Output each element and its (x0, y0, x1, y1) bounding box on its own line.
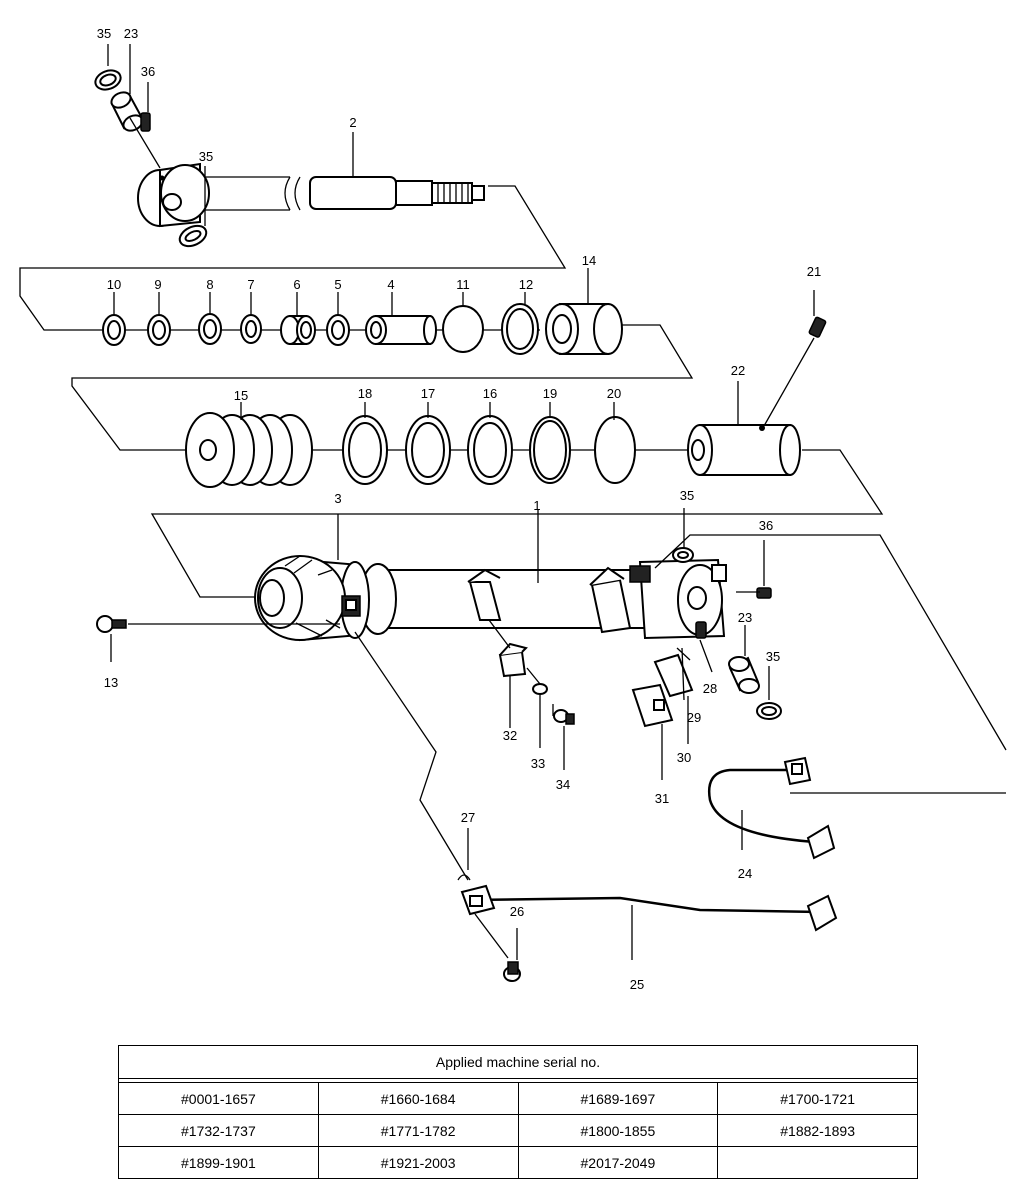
serial-cell: #1921-2003 (317, 1146, 519, 1179)
callout-31: 31 (655, 791, 669, 806)
serial-cell: #1660-1684 (317, 1082, 519, 1115)
ring-row-large-parts (185, 316, 827, 488)
serial-cell (717, 1146, 918, 1179)
callout-36a: 36 (141, 64, 155, 79)
callout-35b: 35 (199, 149, 213, 164)
callout-28: 28 (703, 681, 717, 696)
serial-cell: #1899-1901 (118, 1146, 319, 1179)
leader-lines (354, 631, 1006, 960)
callout-15: 15 (234, 388, 248, 403)
callout-2: 2 (349, 115, 356, 130)
small-parts (498, 621, 782, 728)
callout-16: 16 (483, 386, 497, 401)
leader-lines (19, 44, 567, 331)
callout-13: 13 (104, 675, 118, 690)
callout-17: 17 (421, 386, 435, 401)
callout-29: 29 (687, 710, 701, 725)
callout-25: 25 (630, 977, 644, 992)
leader-lines (150, 290, 884, 598)
callout-30: 30 (677, 750, 691, 765)
callout-21: 21 (807, 264, 821, 279)
callout-34: 34 (556, 777, 570, 792)
serial-cell: #1732-1737 (118, 1114, 319, 1147)
callout-labels: 1 2 3 4 5 6 7 8 9 10 11 12 13 14 15 16 1… (97, 26, 821, 992)
callout-6: 6 (293, 277, 300, 292)
callout-26: 26 (510, 904, 524, 919)
serial-cell: #1700-1721 (717, 1082, 918, 1115)
callout-7: 7 (247, 277, 254, 292)
callout-18: 18 (358, 386, 372, 401)
callout-22: 22 (731, 363, 745, 378)
callout-5: 5 (334, 277, 341, 292)
callout-3: 3 (334, 491, 341, 506)
callout-12: 12 (519, 277, 533, 292)
callout-19: 19 (543, 386, 557, 401)
callout-35d: 35 (766, 649, 780, 664)
serial-cell: #2017-2049 (517, 1146, 719, 1179)
callout-33: 33 (531, 756, 545, 771)
callout-1: 1 (533, 498, 540, 513)
serial-cell: #1771-1782 (317, 1114, 519, 1147)
table-row: #0001-1657 #1660-1684 #1689-1697 #1700-1… (118, 1082, 918, 1115)
callout-4: 4 (387, 277, 394, 292)
exploded-parts-diagram: 1 2 3 4 5 6 7 8 9 10 11 12 13 14 15 16 1… (19, 26, 1007, 992)
callout-11: 11 (456, 277, 470, 292)
shaft-assembly (94, 69, 485, 248)
handle-rods (457, 756, 838, 982)
table-row: #1899-1901 #1921-2003 #2017-2049 (118, 1146, 918, 1179)
serial-cell: #1689-1697 (517, 1082, 719, 1115)
serial-cell: #0001-1657 (118, 1082, 319, 1115)
leader-lines (110, 508, 1007, 751)
serial-cell: #1800-1855 (517, 1114, 719, 1147)
leader-lines (71, 268, 694, 451)
callout-32: 32 (503, 728, 517, 743)
callout-8: 8 (206, 277, 213, 292)
table-row: #1732-1737 #1771-1782 #1800-1855 #1882-1… (118, 1114, 918, 1147)
callout-20: 20 (607, 386, 621, 401)
callout-23a: 23 (124, 26, 138, 41)
leader-lines (488, 619, 770, 780)
callout-9: 9 (154, 277, 161, 292)
serial-cell: #1882-1893 (717, 1114, 918, 1147)
callout-10: 10 (107, 277, 121, 292)
callout-36b: 36 (759, 518, 773, 533)
callout-23b: 23 (738, 610, 752, 625)
main-body (96, 547, 772, 642)
table-header: Applied machine serial no. (118, 1045, 918, 1079)
serial-number-table: Applied machine serial no. #0001-1657 #1… (118, 1045, 918, 1179)
callout-14: 14 (582, 253, 596, 268)
callout-35a: 35 (97, 26, 111, 41)
callout-35c: 35 (680, 488, 694, 503)
callout-27: 27 (461, 810, 475, 825)
callout-24: 24 (738, 866, 752, 881)
ring-row-parts (102, 303, 623, 355)
